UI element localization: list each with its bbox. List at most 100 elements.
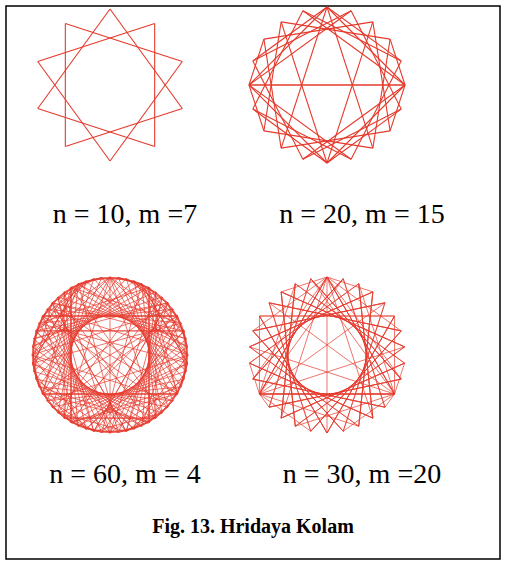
kolam-chord	[259, 394, 394, 395]
kolam-chord	[253, 379, 385, 407]
kolam-chord	[253, 279, 343, 379]
kolam-chord	[359, 292, 373, 426]
kolam-chord	[295, 284, 404, 363]
kolam-chord	[253, 331, 343, 431]
kolam-chord	[269, 303, 311, 431]
kolam-chord	[249, 11, 351, 85]
kolam-chord	[42, 284, 78, 394]
kolam-chord	[311, 331, 401, 431]
kolam-chord	[311, 279, 401, 379]
kolam-chord	[42, 279, 93, 316]
kolam-chord	[253, 331, 343, 431]
parameter-label: n = 10, m =7	[53, 198, 197, 230]
kolam-chord	[281, 284, 295, 418]
kolam-chord	[281, 292, 295, 426]
kolam-chord	[327, 277, 373, 292]
kolam-chord	[126, 394, 177, 431]
kolam-chord	[359, 292, 373, 426]
kolam-chord	[269, 303, 401, 331]
kolam-chord	[385, 394, 395, 407]
kolam-chord	[311, 279, 401, 379]
kolam-chord	[351, 61, 401, 159]
kolam-chord	[269, 379, 401, 407]
kolam-chord	[38, 62, 110, 161]
kolam-chord	[281, 363, 404, 418]
kolam-chord	[259, 316, 394, 317]
kolam-chord	[38, 9, 110, 108]
kolam-chord	[394, 316, 395, 394]
kolam-chord	[359, 284, 373, 418]
kolam-chord	[281, 292, 404, 347]
kolam-chord	[281, 277, 327, 418]
kolam-chord	[327, 316, 395, 433]
kolam-chord	[71, 277, 102, 287]
kolam-chord	[32, 363, 42, 394]
kolam-chord	[42, 316, 177, 394]
kolam-chord	[359, 284, 373, 418]
kolam-chord	[264, 22, 281, 131]
kolam-chord	[311, 331, 401, 431]
kolam-chord	[269, 379, 401, 407]
string-art-kolam	[249, 7, 405, 163]
kolam-chord	[249, 84, 405, 85]
kolam-chord	[281, 22, 327, 163]
kolam-chord	[395, 363, 405, 394]
kolam-chord	[249, 85, 351, 159]
kolam-chord	[281, 284, 295, 418]
parameter-label: n = 60, m = 4	[49, 458, 200, 490]
kolam-chord	[259, 394, 394, 395]
kolam-chord	[295, 347, 404, 426]
kolam-chord	[253, 277, 327, 379]
kolam-chord	[327, 7, 405, 85]
kolam-chord	[154, 24, 155, 147]
kolam-chord	[311, 331, 401, 431]
kolam-chord	[249, 347, 358, 426]
kolam-chord	[253, 279, 343, 379]
string-art-kolam	[32, 277, 188, 433]
kolam-chord	[303, 11, 405, 85]
kolam-chord	[249, 39, 264, 85]
kolam-chord	[102, 277, 181, 386]
kolam-chord	[281, 292, 295, 426]
kolam-chord	[52, 303, 126, 431]
kolam-chord	[303, 85, 405, 159]
kolam-chord	[32, 281, 86, 355]
kolam-chord	[311, 279, 395, 394]
kolam-chord	[253, 11, 303, 109]
kolam-chord	[269, 303, 401, 331]
kolam-chord	[281, 292, 404, 347]
kolam-chord	[295, 347, 404, 426]
kolam-chord	[327, 109, 401, 163]
kolam-chord	[249, 85, 327, 163]
kolam-chord	[311, 279, 401, 379]
kolam-chord	[327, 85, 405, 163]
parameter-label: n = 20, m = 15	[279, 198, 444, 230]
kolam-chord	[259, 284, 295, 394]
kolam-chord	[253, 7, 327, 61]
kolam-chord	[281, 277, 327, 292]
kolam-chord	[259, 394, 394, 395]
figure-border	[6, 6, 500, 559]
kolam-chord	[281, 292, 295, 426]
kolam-chord	[65, 24, 66, 147]
string-art-kolam	[249, 277, 404, 433]
kolam-chord	[253, 279, 343, 379]
kolam-chord	[253, 109, 351, 159]
kolam-chord	[281, 292, 404, 347]
kolam-chord	[249, 347, 358, 426]
kolam-chord	[281, 284, 295, 418]
kolam-chord	[249, 363, 259, 394]
kolam-chord	[249, 7, 327, 85]
kolam-chord	[110, 62, 182, 161]
kolam-chord	[58, 413, 126, 431]
kolam-chord	[253, 109, 327, 163]
kolam-chord	[264, 39, 281, 148]
kolam-chord	[58, 297, 149, 423]
kolam-chord	[181, 363, 187, 387]
kolam-chord	[249, 84, 405, 85]
kolam-chord	[259, 394, 269, 407]
kolam-chord	[269, 379, 401, 407]
kolam-chord	[102, 277, 134, 280]
kolam-chord	[259, 394, 310, 431]
